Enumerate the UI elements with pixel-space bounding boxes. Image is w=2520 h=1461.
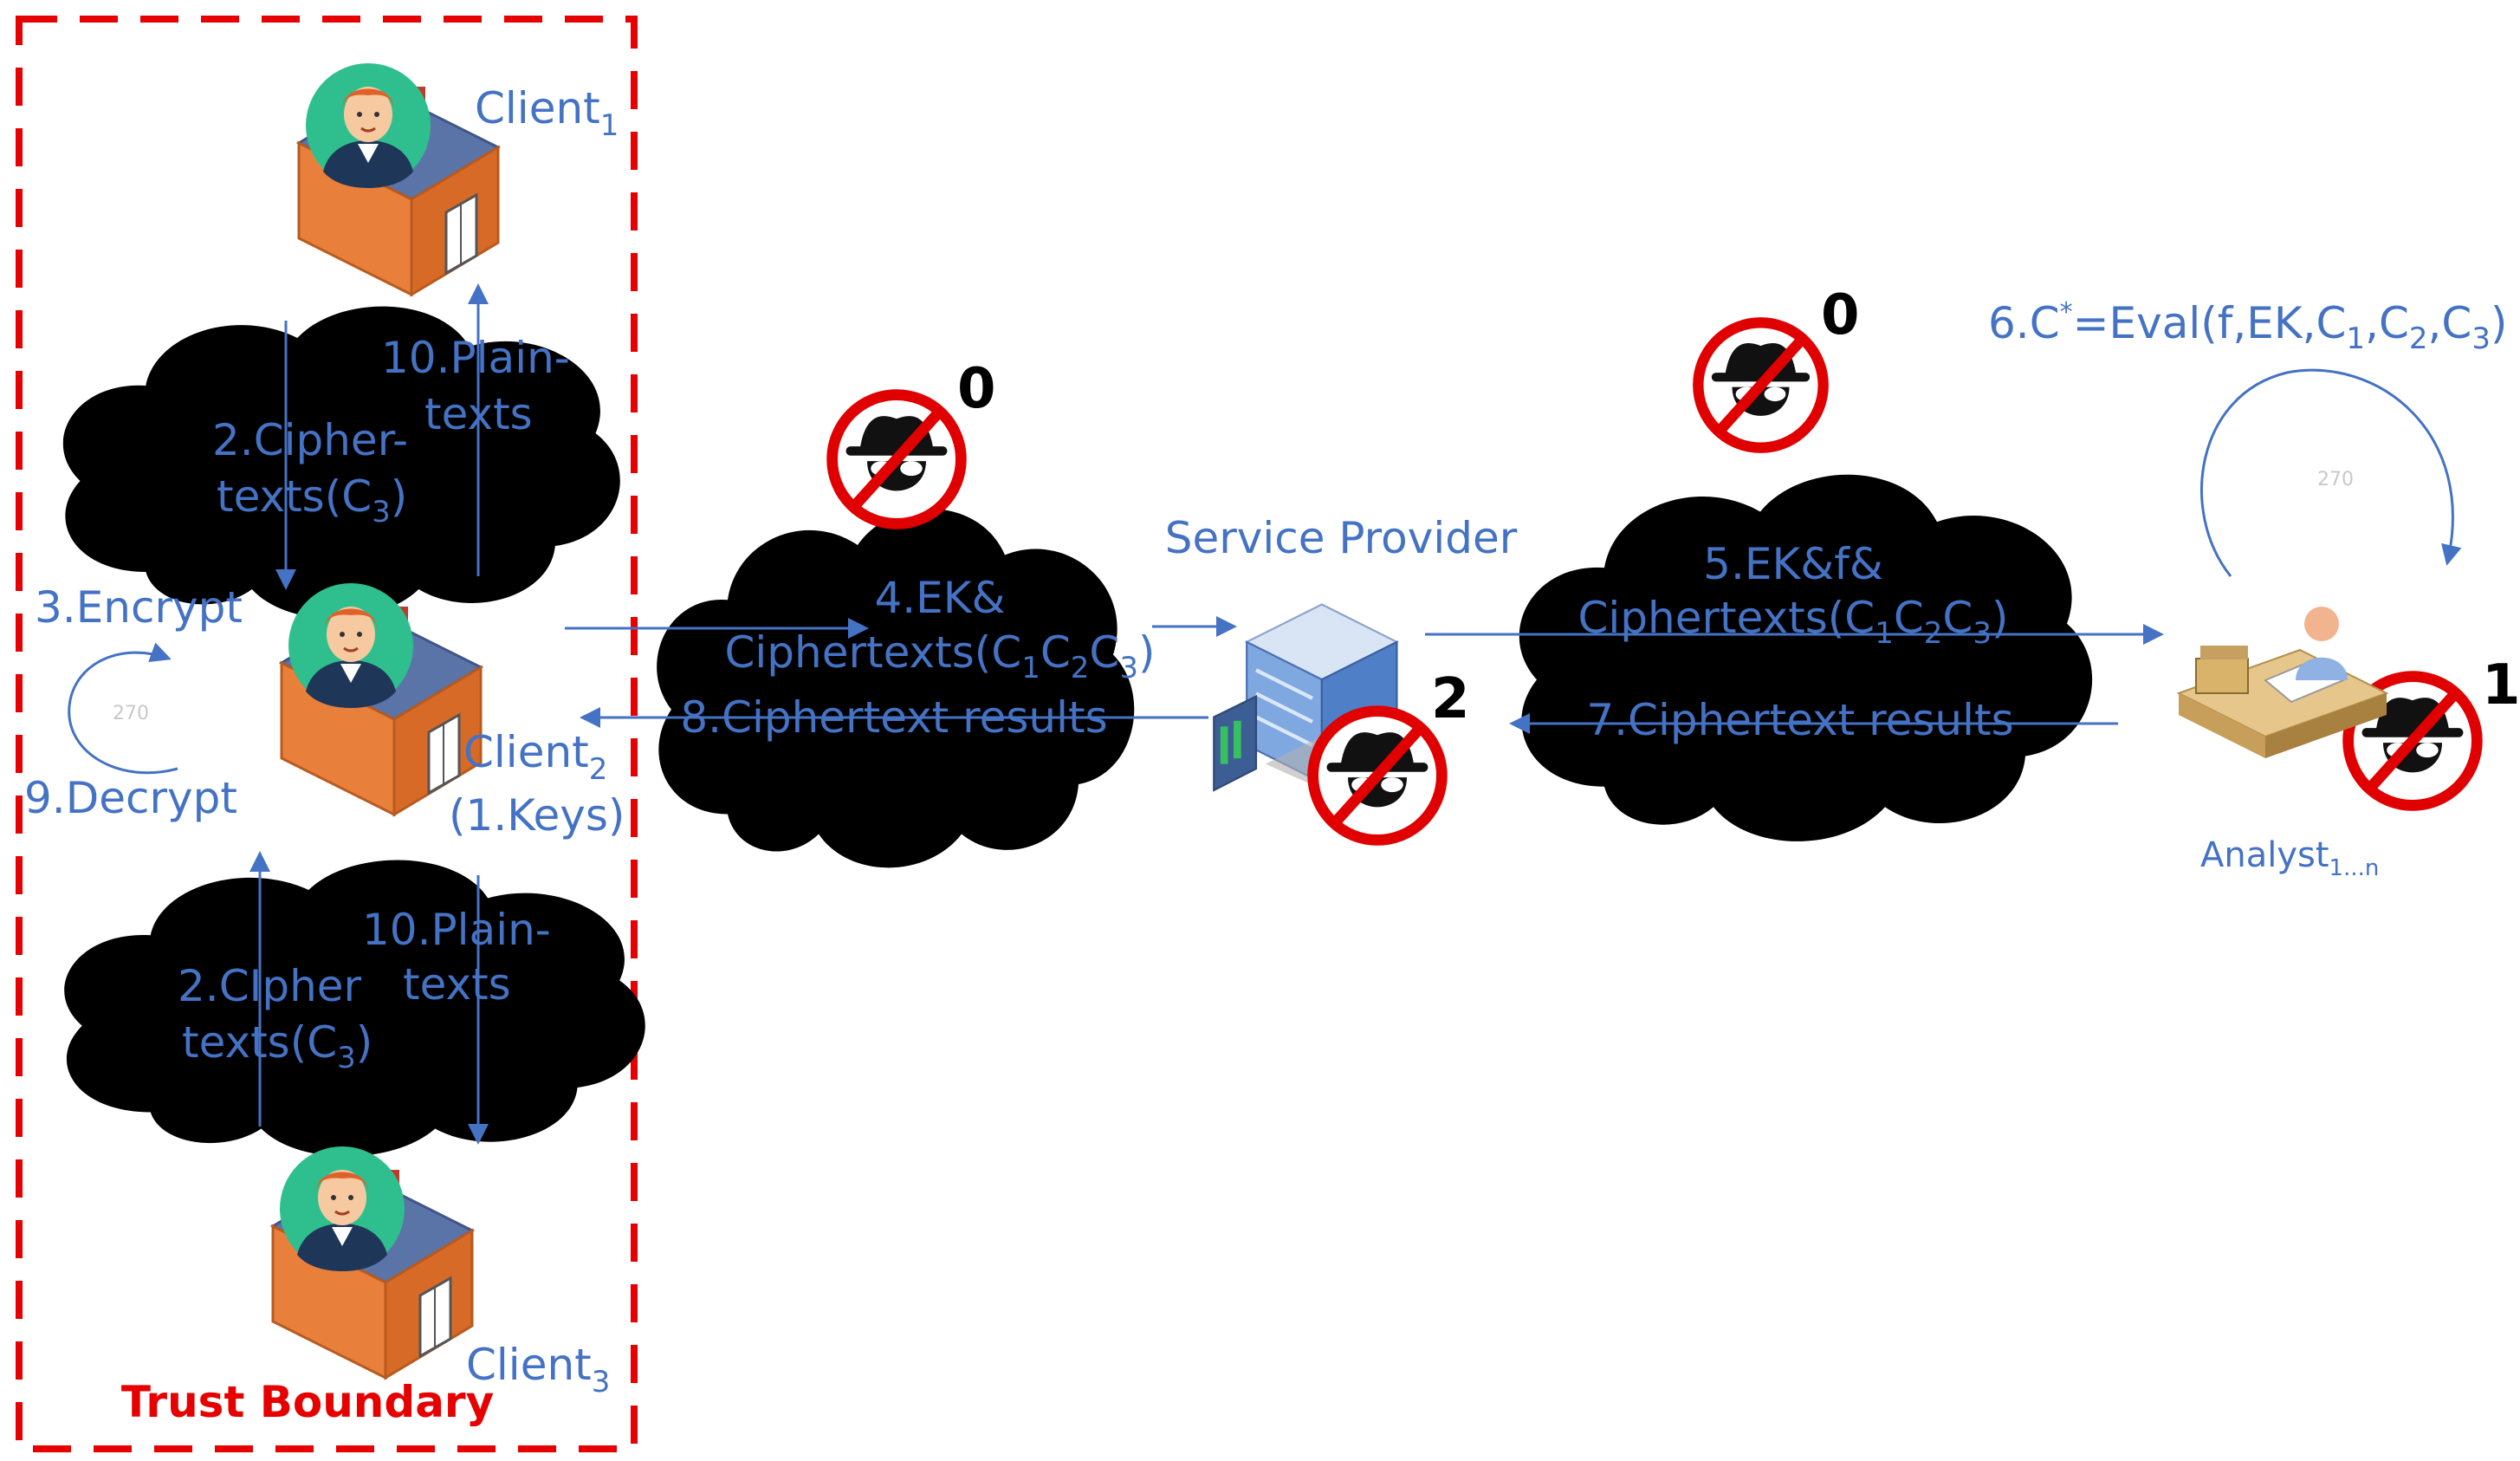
client3-house-icon [273,1146,472,1378]
analyst-label: Analyst1...n [2200,835,2379,881]
trust-boundary-box [16,16,638,1452]
rotation-mark-left: 270 [113,703,149,724]
trust-boundary-label: Trust Boundary [121,1377,494,1427]
service-provider-label: Service Provider [1165,513,1518,563]
eval-loop-arrow [2200,368,2462,577]
send-ciphertexts-right-label: Ciphertexts(C1C2C3) [1578,593,2009,651]
encrypt-loop-arrow [68,642,178,775]
client1-label: Client1 [475,83,619,143]
threat-level-left-cloud: 0 [957,357,996,421]
rotation-mark-right: 270 [2317,469,2354,490]
top-cipher-label-2: texts(C3) [217,471,407,529]
threat-level-analyst: 1 [2482,653,2520,718]
cloud-right-middle [1519,475,2092,841]
send-ciphertexts-label: Ciphertexts(C1C2C3) [725,627,1156,685]
spy-icon-provider [1313,711,1442,841]
bottom-cipher-label: 2.CIpher [178,961,362,1011]
client3-label: Client3 [466,1340,610,1399]
spy-icon-right-cloud [1698,322,1823,447]
client2-label: Client2 [463,727,607,787]
decrypt-step-label: 9.Decrypt [24,773,237,823]
client2-house-icon [282,583,481,815]
eval-formula-label: 6.C*=Eval(f,EK,C1,C2,C3) [1988,297,2507,356]
cloud-left-middle [657,509,1134,867]
return-results-label-left: 8.Ciphertext results [680,692,1107,743]
send-ek-f-label: 5.EK&f& [1703,539,1883,589]
top-plain-label: 10.Plain- [381,333,570,383]
bottom-plain-label: 10.Plain- [362,905,551,955]
threat-level-right-cloud: 0 [1821,283,1860,347]
return-results-label-right: 7.Ciphertext results [1586,695,2013,745]
bottom-plain-label-2: texts [403,959,511,1010]
client1-house-icon [299,63,498,295]
threat-level-provider: 2 [1431,667,1470,731]
send-ek-label: 4.EK& [874,573,1005,623]
spy-icon-left-cloud [832,395,962,524]
encrypt-step-label: 3.Encrypt [35,582,243,633]
top-cipher-label: 2.Cipher- [212,415,408,465]
client2-keys-label: (1.Keys) [449,790,625,841]
